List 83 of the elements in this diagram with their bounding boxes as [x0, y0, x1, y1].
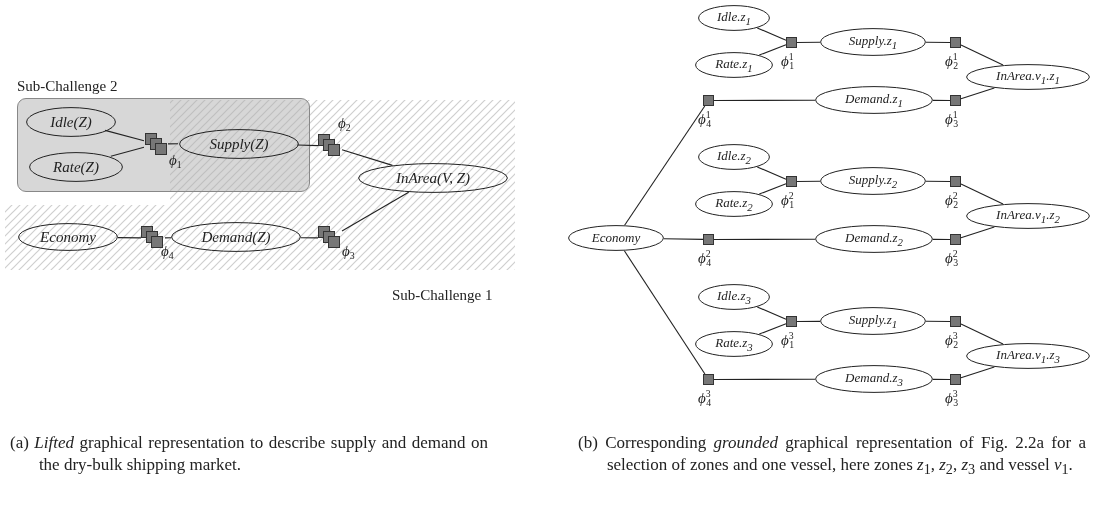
variable-ellipse: InArea.v$_{1}$.z$_{1}$	[966, 64, 1090, 90]
factor-node	[950, 234, 961, 245]
connector-line	[624, 105, 706, 226]
variable-ellipse: Supply.z$_{2}$	[820, 167, 926, 195]
variable-ellipse: InArea.v$_{1}$.z$_{3}$	[966, 343, 1090, 369]
sub-challenge-region	[17, 98, 310, 192]
connector-line	[796, 41, 821, 43]
factor-node	[950, 95, 961, 106]
variable-ellipse: Rate(Z)	[29, 152, 123, 182]
connector-line	[932, 378, 951, 381]
connector-line	[167, 143, 179, 145]
hatched-region	[5, 100, 515, 270]
connector-line	[164, 237, 172, 239]
connector-line	[341, 149, 393, 166]
connector-line	[713, 238, 816, 241]
factor-node	[950, 37, 961, 48]
region-title: Sub-Challenge 1	[392, 287, 493, 304]
connector-line	[756, 27, 787, 41]
factor-node	[318, 134, 342, 158]
connector-line	[796, 180, 821, 182]
variable-ellipse: Demand.z$_{2}$	[815, 225, 933, 253]
variable-ellipse: Supply.z$_{1}$	[820, 28, 926, 56]
connector-line	[117, 237, 142, 239]
region-title: Sub-Challenge 2	[17, 78, 118, 95]
variable-ellipse: Idle(Z)	[26, 107, 116, 137]
factor-node	[950, 374, 961, 385]
figure-caption: (b) Corresponding grounded graphical representation of Fig. 2.2a for a selection of zones and one vessel, here zones z$_{1}$, z$_{2}$, z$_{3}$ and vessel v$_{1}$.	[578, 432, 1086, 479]
connector-line	[300, 237, 319, 239]
factor-label: ϕ$_{3}$	[342, 244, 355, 261]
connector-line	[713, 378, 816, 381]
connector-line	[341, 191, 410, 232]
factor-node	[703, 95, 714, 106]
factor-node	[703, 234, 714, 245]
connector-line	[796, 320, 821, 323]
connector-line	[663, 238, 704, 240]
connector-line	[758, 323, 787, 335]
variable-ellipse: Rate.z$_{2}$	[695, 191, 773, 217]
variable-ellipse: Idle.z$_{3}$	[698, 284, 770, 310]
factor-label: ϕ$_{1}$	[169, 153, 182, 170]
variable-ellipse: Demand.z$_{3}$	[815, 365, 933, 393]
connector-line	[110, 146, 145, 157]
connector-line	[960, 366, 995, 379]
connector-line	[960, 44, 1004, 66]
connector-line	[932, 99, 951, 101]
variable-ellipse: Economy	[568, 225, 664, 251]
connector-line	[925, 180, 951, 182]
factor-node	[950, 316, 961, 327]
variable-ellipse: Supply.z$_{1}$	[820, 307, 926, 335]
factor-node	[950, 176, 961, 187]
factor-node	[145, 133, 169, 157]
variable-ellipse: Demand(Z)	[171, 222, 301, 252]
variable-ellipse: Demand.z$_{1}$	[815, 86, 933, 114]
connector-line	[960, 183, 1004, 205]
variable-ellipse: Rate.z$_{3}$	[695, 331, 773, 357]
connector-line	[960, 323, 1004, 345]
variable-ellipse: Economy	[18, 223, 118, 251]
variable-ellipse: Supply(Z)	[179, 129, 299, 159]
variable-ellipse: Rate.z$_{1}$	[695, 52, 773, 78]
factor-label: ϕ$_{4}$	[161, 244, 174, 261]
variable-ellipse: Idle.z$_{1}$	[698, 5, 770, 31]
connector-line	[296, 144, 319, 147]
factor-label: ϕ$_{2}$	[338, 116, 351, 133]
figure-caption: (a) Lifted graphical representation to describe supply and demand on the dry-bulk shipping market.	[10, 432, 488, 477]
connector-line	[104, 129, 145, 142]
variable-ellipse: Idle.z$_{2}$	[698, 144, 770, 170]
connector-line	[925, 320, 951, 323]
connector-line	[713, 99, 816, 102]
connector-line	[756, 306, 787, 320]
connector-line	[756, 166, 787, 180]
connector-line	[758, 44, 787, 56]
factor-node	[318, 226, 342, 250]
connector-line	[960, 226, 995, 239]
connector-line	[960, 87, 995, 100]
factor-node	[786, 316, 797, 327]
factor-node	[703, 374, 714, 385]
variable-ellipse: InArea(V, Z)	[358, 163, 508, 193]
variable-ellipse: InArea.v$_{1}$.z$_{2}$	[966, 203, 1090, 229]
connector-line	[623, 250, 706, 375]
factor-node	[786, 37, 797, 48]
connector-line	[925, 41, 951, 43]
factor-node	[786, 176, 797, 187]
connector-line	[758, 183, 787, 195]
connector-line	[932, 238, 951, 240]
